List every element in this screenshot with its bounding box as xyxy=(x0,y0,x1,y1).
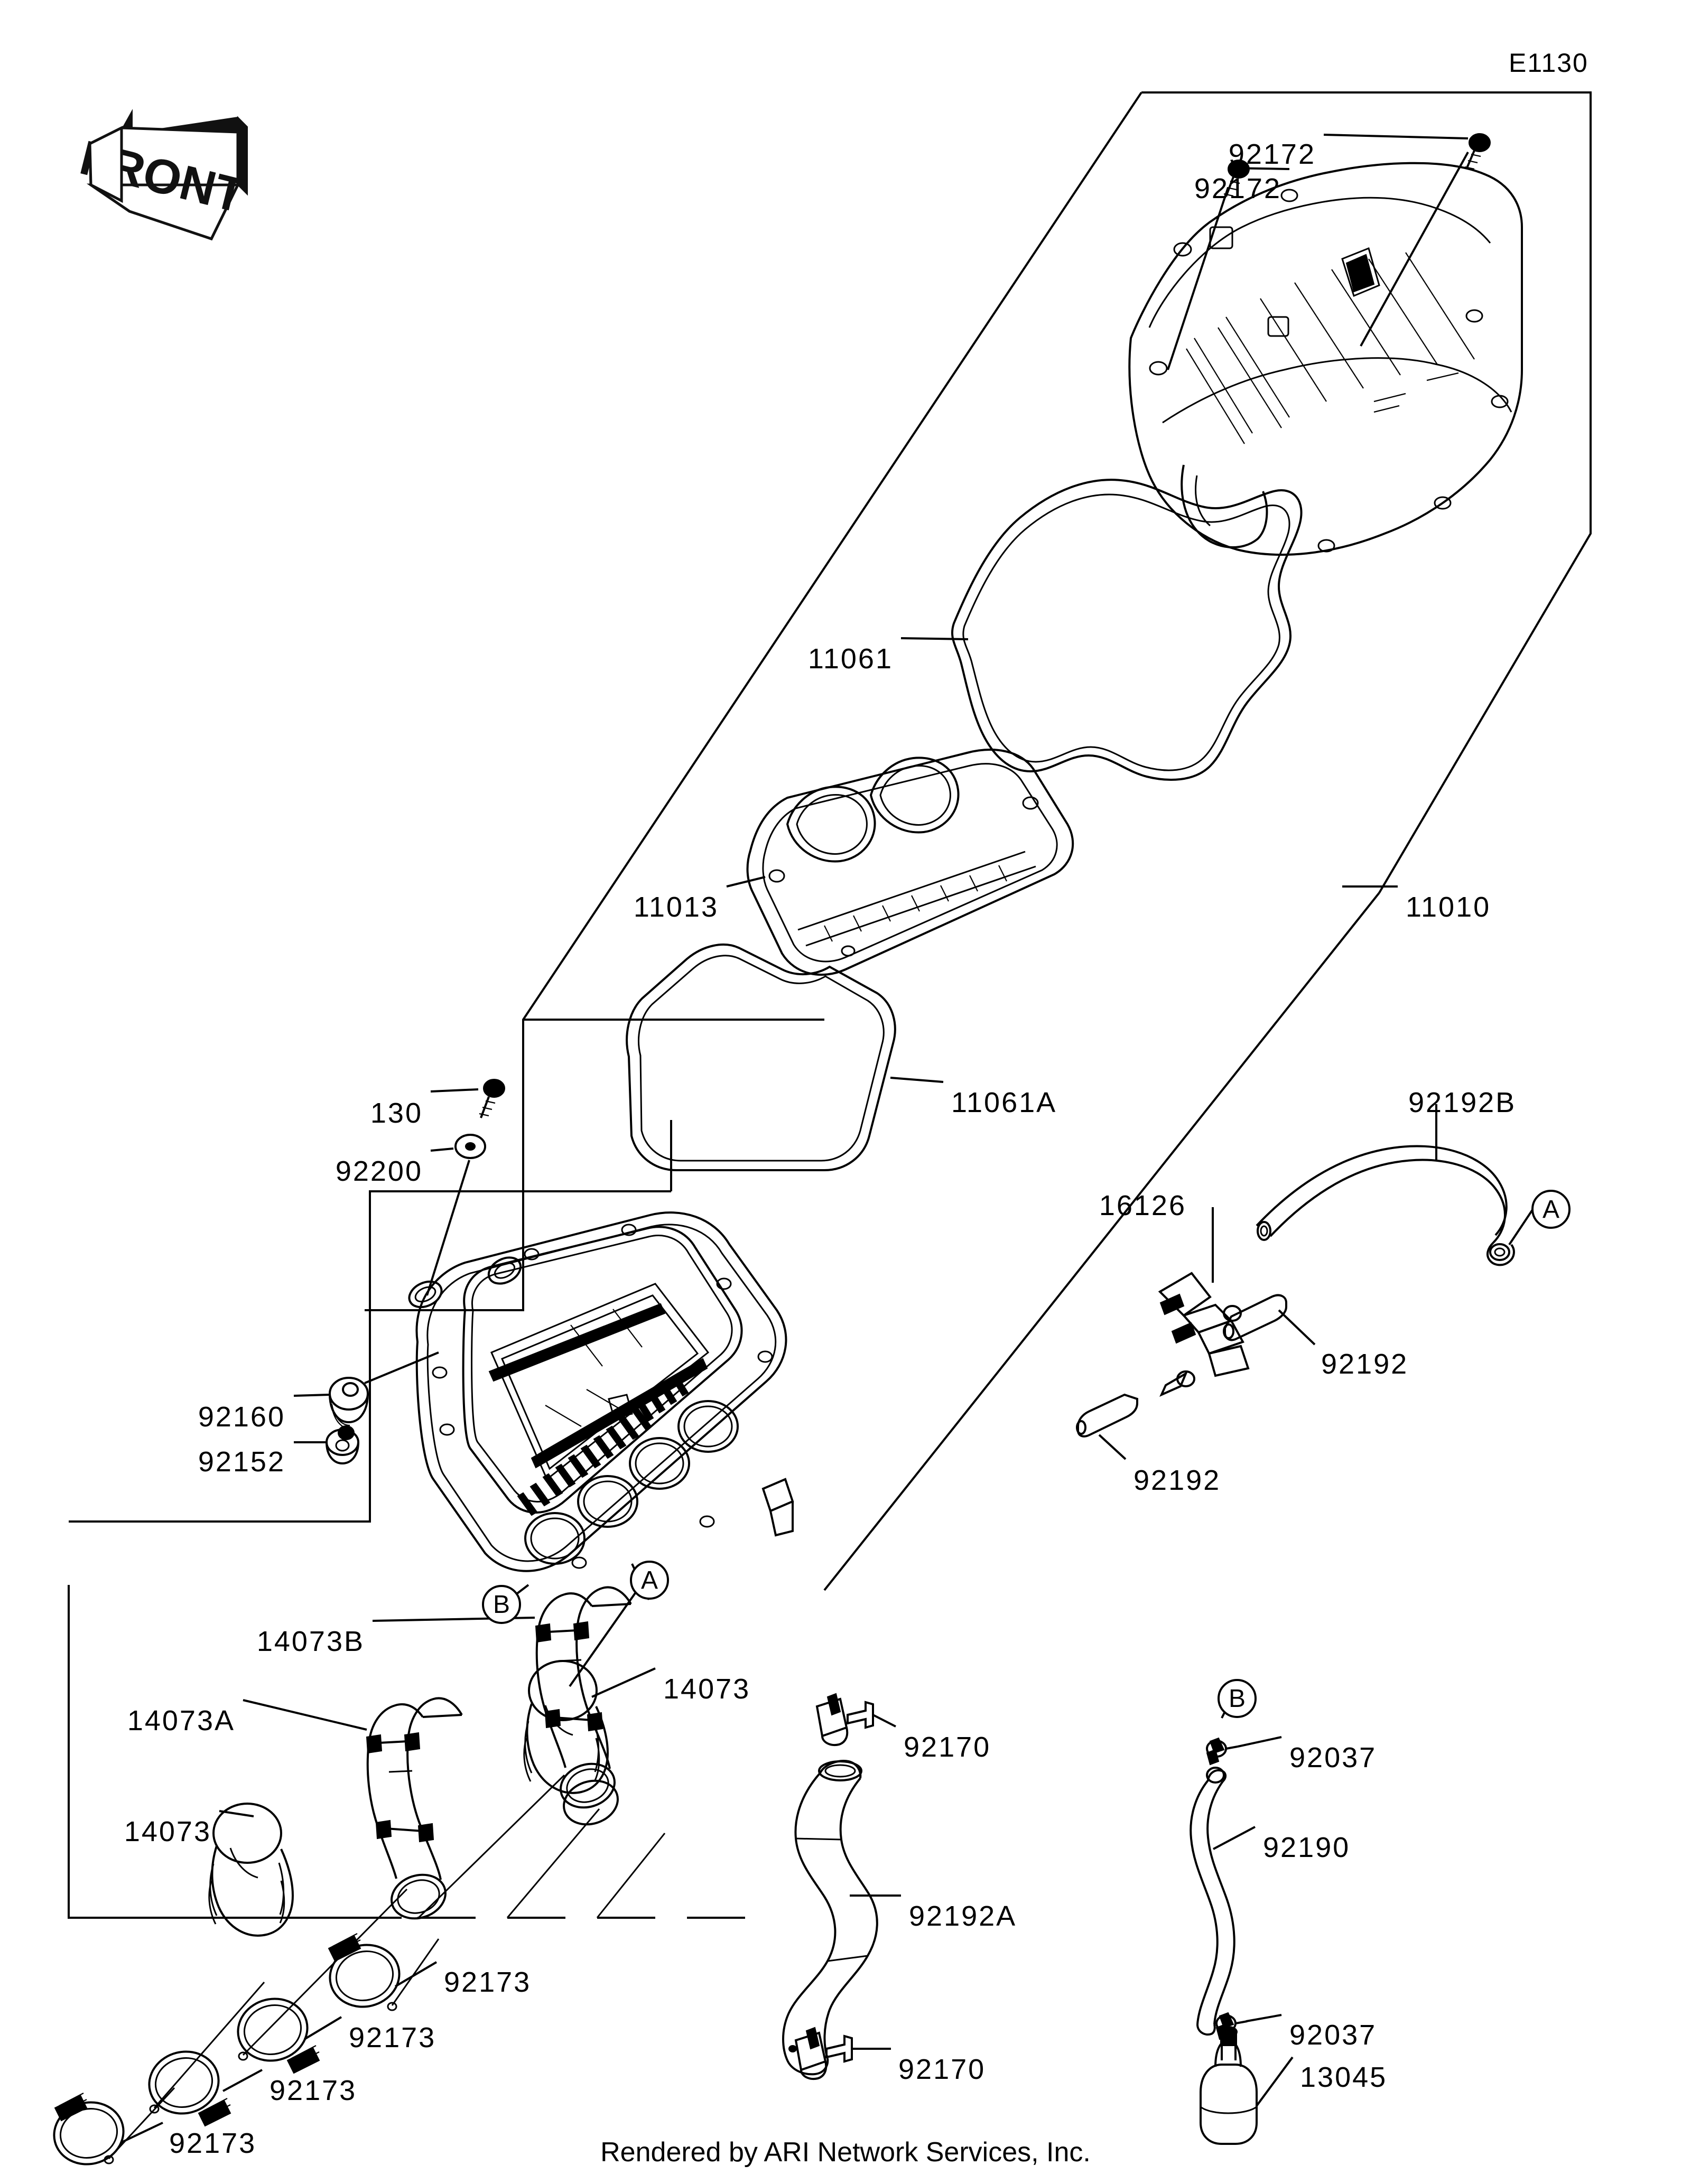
gasket-11061-part xyxy=(952,480,1302,780)
callout-circle-a-right: A xyxy=(1531,1190,1571,1229)
gasket-11061a-part xyxy=(627,945,895,1170)
part-number-tube-short-left[interactable]: 92192 xyxy=(1133,1464,1221,1496)
collar-92152-icon xyxy=(327,1426,358,1463)
part-number-duct-air-left[interactable]: 14073 xyxy=(124,1816,211,1847)
part-number-bolt-flanged[interactable]: 130 xyxy=(370,1097,423,1129)
part-number-separator-drain[interactable]: 13045 xyxy=(1300,2061,1388,2093)
page-id: E1130 xyxy=(1509,48,1588,78)
air-filter-element-11013-part xyxy=(748,750,1073,975)
callout-circle-a-center: A xyxy=(630,1561,669,1600)
tube-92192b-part xyxy=(1257,1146,1514,1265)
part-number-collar[interactable]: 92152 xyxy=(198,1446,285,1478)
part-number-clamp-duct-3[interactable]: 92173 xyxy=(349,2022,436,2054)
tube-92190-part xyxy=(1191,1768,1234,2034)
part-number-duct-air-a[interactable]: 14073A xyxy=(127,1705,235,1737)
duct-14073a-part xyxy=(367,1698,462,1925)
clamp-92173-4-icon xyxy=(323,1934,406,2014)
purge-valve-16126-part xyxy=(1160,1273,1248,1395)
part-number-gasket-air-cleaner-cover[interactable]: 11061 xyxy=(807,643,893,675)
part-number-tube-drain[interactable]: 92192A xyxy=(909,1900,1017,1932)
callout-label: A xyxy=(640,1566,658,1594)
callout-circle-b-right: B xyxy=(1218,1679,1257,1718)
part-number-duct-air-b[interactable]: 14073B xyxy=(256,1626,365,1657)
part-number-clamp-hose-upper[interactable]: 92170 xyxy=(904,1731,991,1763)
clamp-92037-lower-icon xyxy=(1216,2013,1247,2039)
part-number-clamp-duct-4[interactable]: 92173 xyxy=(444,1966,532,1998)
clamp-92037-upper-icon xyxy=(1207,1738,1238,1765)
tube-92192-right-icon xyxy=(1224,1295,1286,1340)
damper-92160-icon xyxy=(330,1378,368,1429)
clamp-92173-2-icon xyxy=(143,2045,230,2126)
part-number-tube-vent-long[interactable]: 92192B xyxy=(1408,1087,1517,1118)
clamp-92173-3-icon xyxy=(231,1992,319,2073)
tube-92192-left-icon xyxy=(1077,1395,1137,1436)
screw-92172-upper-right-icon xyxy=(1465,134,1490,169)
part-number-tube-breather[interactable]: 92190 xyxy=(1263,1832,1351,1863)
part-number-air-filter-element[interactable]: 11013 xyxy=(633,891,719,923)
tube-92192a-part xyxy=(783,1761,877,2074)
air-cleaner-housing-part xyxy=(405,1212,793,1571)
part-number-valve-purge[interactable]: 16126 xyxy=(1099,1190,1186,1221)
part-number-clamp-duct-1[interactable]: 92173 xyxy=(169,2127,257,2159)
part-number-clamp-duct-2[interactable]: 92173 xyxy=(270,2075,357,2106)
part-number-duct-air-center[interactable]: 14073 xyxy=(663,1673,751,1705)
part-number-screw-upper-right[interactable]: 92172 xyxy=(1228,138,1316,170)
front-arrow-icon: FRONT xyxy=(75,109,250,241)
bolt-130-icon xyxy=(479,1079,505,1118)
part-number-gasket-lower[interactable]: 11061A xyxy=(951,1087,1057,1118)
part-number-screw-upper-left[interactable]: 92172 xyxy=(1194,173,1281,204)
washer-92200-icon xyxy=(456,1135,485,1158)
clamp-92170-upper-icon xyxy=(817,1694,873,1745)
air-cleaner-cover-part xyxy=(1129,163,1522,555)
front-arrow-badge: FRONT xyxy=(75,106,250,243)
duct-14073-center-part xyxy=(524,1661,608,1793)
footer-credit: Rendered by ARI Network Services, Inc. xyxy=(600,2137,1091,2168)
callout-label: B xyxy=(493,1590,510,1619)
callout-circle-b-center: B xyxy=(482,1585,521,1624)
duct-14073b-part xyxy=(536,1587,631,1831)
part-number-tube-short-right[interactable]: 92192 xyxy=(1321,1348,1409,1380)
clamp-92170-lower-icon xyxy=(796,2028,852,2079)
part-number-washer[interactable]: 92200 xyxy=(335,1155,423,1187)
part-number-damper[interactable]: 92160 xyxy=(198,1401,285,1433)
callout-label: B xyxy=(1228,1684,1246,1713)
duct-14073-left-part xyxy=(209,1804,293,1936)
part-number-clamp-breather-upper[interactable]: 92037 xyxy=(1289,1742,1377,1774)
separator-13045-part xyxy=(1201,2027,1257,2144)
callout-label: A xyxy=(1542,1195,1559,1224)
part-number-clamp-breather-lower[interactable]: 92037 xyxy=(1289,2019,1377,2051)
part-number-clamp-hose-lower[interactable]: 92170 xyxy=(898,2054,986,2085)
part-number-air-cleaner-assembly[interactable]: 11010 xyxy=(1406,891,1491,923)
assembly-bracket-ducts xyxy=(69,1585,745,1918)
